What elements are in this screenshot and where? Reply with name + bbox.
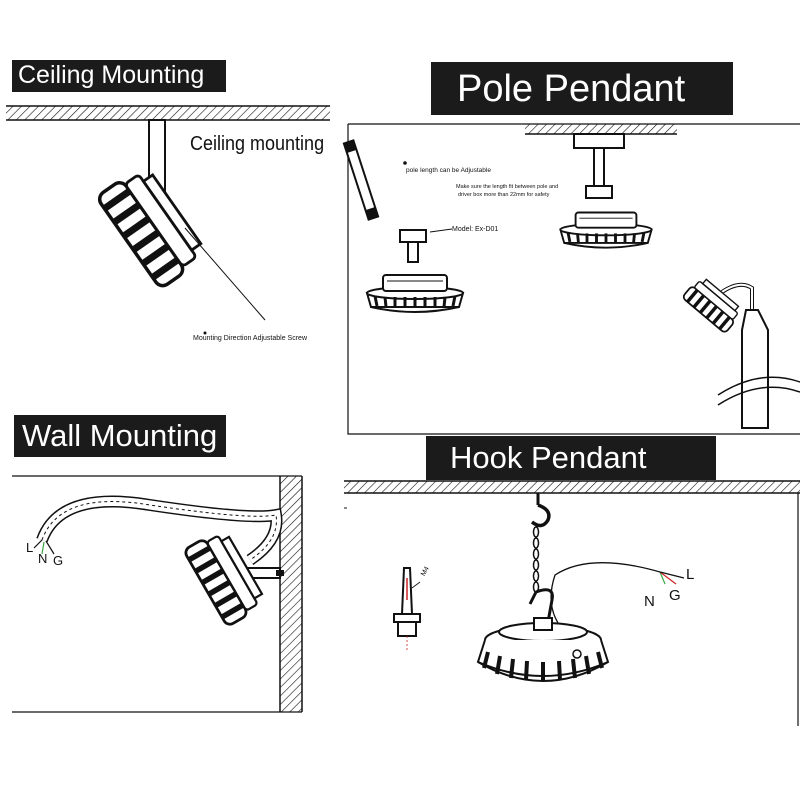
model-joint-icon: [399, 229, 427, 263]
ceiling-mounting-panel: [6, 105, 330, 335]
wall-wire-n: N: [38, 551, 48, 566]
high-bay-light-icon: [558, 211, 654, 250]
safety-note-line1: Make sure the length fit between pole an…: [456, 184, 559, 190]
hook-wire-g: G: [669, 587, 681, 604]
suspension-hook-icon: [528, 588, 554, 623]
hook-icon: [530, 493, 551, 528]
pole-icon: [342, 139, 380, 221]
high-bay-light-icon: [680, 273, 746, 336]
hook-wire-n: N: [644, 593, 655, 610]
wall-mounting-panel: [12, 475, 303, 713]
high-bay-light-icon: [476, 617, 610, 682]
adjustable-screw-note: Mounting Direction Adjustable Screw: [193, 335, 308, 342]
pendant-pole-icon: [717, 282, 800, 429]
ceiling-mounting-title: Ceiling Mounting: [12, 60, 226, 92]
safety-note-line2: driver box more than 22mm for safety: [458, 192, 550, 198]
pole-pendant-title: Pole Pendant: [431, 62, 733, 115]
wall-wire-l: L: [26, 540, 34, 555]
high-bay-light-icon: [365, 273, 465, 314]
hook-wire-l: L: [686, 566, 695, 583]
callout-line: [184, 227, 266, 321]
hook-pendant-panel: [344, 480, 800, 726]
hook-pendant-title: Hook Pendant: [426, 436, 716, 480]
model-label: Model: Ex-D01: [452, 226, 499, 233]
wall-mounting-title: Wall Mounting: [14, 415, 226, 457]
pole-length-note: pole length can be Adjustable: [406, 167, 491, 174]
wall-wire-g: G: [53, 553, 64, 568]
high-bay-light-icon: [96, 163, 208, 288]
ceiling-mounting-callout: Ceiling mounting: [190, 133, 325, 155]
bolt-icon: [393, 567, 421, 650]
ceiling-canopy-icon: [573, 133, 625, 199]
conduit-icon: [36, 495, 283, 565]
wire-ends-icon: [33, 539, 55, 555]
chain-icon: [532, 526, 540, 593]
pole-pendant-panel: [342, 123, 800, 435]
